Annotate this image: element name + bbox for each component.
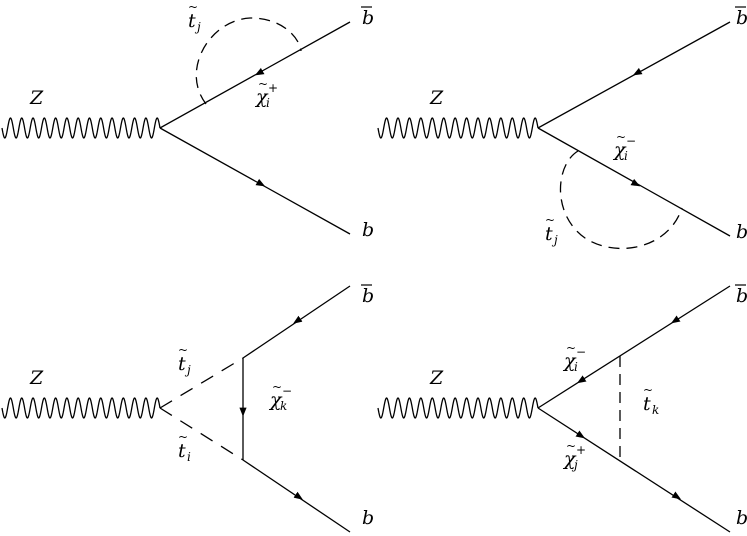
svg-text:~: ~ — [566, 341, 576, 355]
svg-text:k: k — [280, 399, 287, 413]
z-label: Z — [429, 87, 444, 109]
z-label: Z — [29, 367, 44, 389]
svg-text:χ: χ — [268, 389, 283, 411]
svg-text:j: j — [194, 20, 201, 34]
b-label: b — [362, 219, 374, 241]
svg-text:~: ~ — [178, 343, 188, 357]
bbar-line — [242, 285, 351, 359]
svg-text:t: t — [178, 440, 186, 462]
bbar-label: b — [361, 6, 374, 29]
diagram-triangle-chargino-pair: Z χ ~ i − χ ~ j + t ~ k b b — [377, 284, 747, 533]
svg-text:−: − — [576, 345, 586, 359]
svg-text:t: t — [178, 353, 186, 375]
bbar-label: b — [361, 284, 374, 307]
diagram-triangle-stop-pair: Z t ~ j t ~ i χ ~ k − b b — [1, 284, 374, 533]
bbar-line — [537, 21, 731, 129]
svg-text:~: ~ — [272, 380, 282, 394]
b-label: b — [362, 507, 374, 529]
svg-text:−: − — [282, 384, 292, 398]
svg-text:~: ~ — [616, 130, 626, 144]
stop-exchange-label: t ~ k — [643, 383, 659, 417]
svg-text:b: b — [362, 285, 374, 307]
bbar-label: b — [735, 6, 747, 29]
svg-text:~: ~ — [178, 430, 188, 444]
b-line — [159, 127, 351, 235]
z-boson-propagator — [377, 397, 539, 419]
bbar-line — [159, 21, 351, 129]
svg-text:t: t — [545, 223, 553, 245]
diagram-vertex-correction-top-right: Z χ ~ i − t ~ j b b — [377, 6, 747, 250]
svg-text:i: i — [187, 450, 191, 464]
svg-text:χ: χ — [612, 139, 627, 161]
svg-text:~: ~ — [545, 213, 555, 227]
stop-upper-label: t ~ j — [178, 343, 191, 377]
svg-text:χ: χ — [254, 86, 269, 108]
svg-text:b: b — [736, 7, 747, 29]
svg-text:b: b — [362, 7, 374, 29]
svg-text:χ: χ — [562, 448, 577, 470]
b-arrow — [627, 178, 641, 187]
svg-text:j: j — [571, 458, 578, 472]
b-label: b — [736, 507, 747, 529]
svg-text:b: b — [736, 285, 747, 307]
b-arrow — [668, 491, 682, 500]
chargino-lower-label: χ ~ j + — [562, 439, 586, 472]
z-boson-propagator — [1, 117, 161, 139]
bbar-line — [537, 285, 731, 409]
stop-loop-label: t ~ j — [188, 0, 201, 34]
svg-text:~: ~ — [643, 383, 653, 397]
bbar-label: b — [735, 284, 747, 307]
z-label: Z — [429, 367, 444, 389]
diagram-vertex-correction-top-left: Z t ~ j χ ~ i + b b — [1, 0, 374, 241]
svg-text:−: − — [626, 134, 636, 148]
stop-lower-line — [159, 407, 244, 461]
svg-text:j: j — [551, 233, 558, 247]
stop-loop — [195, 17, 302, 105]
stop-upper-line — [159, 357, 244, 409]
svg-text:~: ~ — [566, 439, 576, 453]
svg-text:j: j — [184, 363, 191, 377]
svg-text:k: k — [652, 403, 659, 417]
svg-text:χ: χ — [562, 350, 577, 372]
z-boson-propagator — [1, 397, 161, 419]
svg-text:i: i — [574, 360, 578, 374]
svg-text:~: ~ — [188, 0, 198, 14]
chargino-upper-label: χ ~ i − — [562, 341, 586, 374]
b-line — [537, 407, 731, 533]
chargino-label: χ ~ k − — [268, 380, 292, 413]
svg-text:i: i — [266, 96, 270, 110]
svg-text:t: t — [188, 10, 196, 32]
stop-lower-label: t ~ i — [178, 430, 191, 464]
z-label: Z — [29, 87, 44, 109]
svg-text:i: i — [624, 149, 628, 163]
b-line — [242, 459, 351, 533]
stop-loop — [559, 150, 683, 250]
svg-text:t: t — [643, 393, 651, 415]
svg-text:~: ~ — [258, 77, 268, 91]
b-label: b — [736, 221, 747, 243]
svg-text:+: + — [268, 81, 278, 95]
stop-loop-label: t ~ j — [545, 213, 558, 247]
svg-text:+: + — [576, 443, 586, 457]
z-boson-propagator — [377, 117, 539, 139]
chargino-label: χ ~ i − — [612, 130, 636, 163]
chargino-label: χ ~ i + — [254, 77, 278, 110]
